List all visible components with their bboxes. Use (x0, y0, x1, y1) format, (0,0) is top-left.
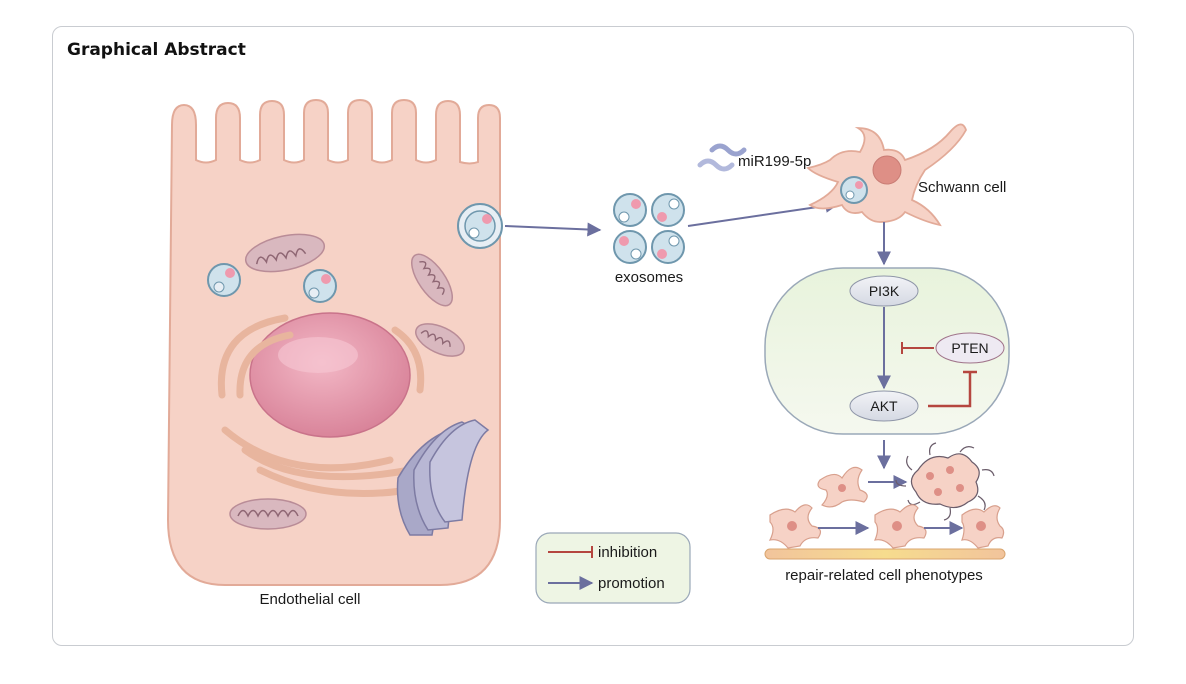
panel-title: Graphical Abstract (67, 40, 246, 60)
arrow-to-schwann-cell (687, 198, 840, 227)
internalized-exosome (840, 176, 868, 204)
pten-label: PTEN (951, 340, 988, 356)
cell-adherent (768, 504, 822, 549)
pten-node: PTEN (935, 332, 1005, 364)
signaling-pathway-box (764, 267, 1010, 435)
exosome (613, 230, 647, 264)
exosomes-label: exosomes (615, 269, 683, 286)
akt-node: AKT (849, 390, 919, 422)
legend-inhibition-label: inhibition (598, 544, 657, 561)
schwann-cell (806, 123, 967, 227)
endothelial-cell (166, 98, 503, 586)
akt-label: AKT (870, 398, 898, 414)
phenotype-illustration (764, 442, 1006, 560)
exosome-cluster (613, 193, 685, 264)
pi3k-label: PI3K (869, 283, 900, 299)
pten-inhibits-pi3k-akt (901, 342, 934, 354)
legend-promotion-label: promotion (598, 575, 665, 592)
budding-exosome (457, 203, 503, 249)
mitochondrion (411, 253, 453, 307)
legend: inhibition promotion (535, 532, 691, 604)
exosome (613, 193, 647, 227)
phenotypes-label: repair-related cell phenotypes (785, 567, 983, 584)
schwann-cell-label: Schwann cell (918, 179, 1006, 196)
exosome (651, 193, 685, 227)
pi3k-node: PI3K (849, 275, 919, 307)
arrow-to-exosomes (504, 222, 602, 237)
cell-adherent (874, 504, 927, 549)
mitochondrion (229, 498, 307, 530)
mirna-icon (697, 143, 747, 172)
cell-cluster (895, 442, 995, 521)
vesicle (207, 263, 241, 297)
mirna-label: miR199-5p (738, 153, 811, 170)
mitochondrion (244, 233, 326, 273)
akt-inhibits-pten (928, 370, 977, 408)
golgi-apparatus (396, 419, 490, 536)
endothelial-cell-label: Endothelial cell (260, 591, 361, 608)
cell-adherent (961, 505, 1005, 549)
exosome (651, 230, 685, 264)
cell-small (817, 466, 868, 508)
mitochondrion (415, 323, 465, 357)
legend-inhibition-symbol (548, 546, 593, 558)
vesicle (303, 269, 337, 303)
substrate-strip (764, 548, 1006, 560)
legend-box (535, 532, 691, 604)
nucleus (249, 312, 411, 438)
